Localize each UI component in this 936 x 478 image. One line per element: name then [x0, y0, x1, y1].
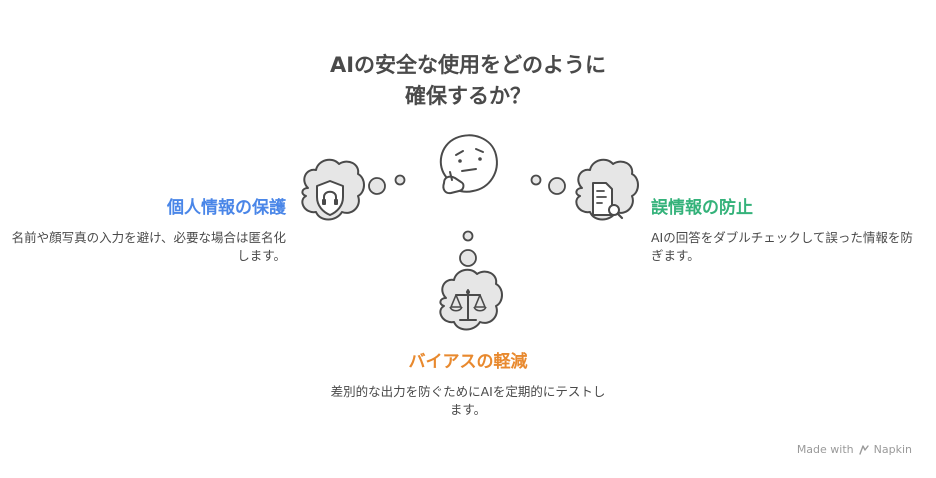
page-title: AIの安全な使用をどのように 確保するか？ — [268, 50, 668, 112]
title-line-2: 確保するか？ — [405, 84, 531, 108]
document-search-icon — [575, 158, 639, 221]
bubble-dot — [462, 230, 474, 242]
bias-description: 差別的な出力を防ぐためにAIを定期的にテストします。 — [330, 384, 606, 417]
made-with-napkin-credit: Made with Napkin — [797, 443, 912, 456]
misinformation-description: AIの回答をダブルチェックして誤った情報を防ぎます。 — [651, 230, 913, 263]
napkin-brand-label: Napkin — [873, 443, 912, 456]
bubble-dot — [548, 177, 566, 195]
napkin-logo-icon — [858, 444, 869, 455]
misinformation-heading: 誤情報の防止 — [651, 198, 753, 218]
thinking-face-icon — [439, 134, 498, 195]
shield-headset-icon — [301, 158, 365, 221]
bubble-dot — [530, 174, 542, 186]
bubble-dot — [394, 174, 406, 186]
bias-heading: バイアスの軽減 — [408, 352, 528, 372]
scales-icon — [439, 268, 503, 331]
privacy-description: 名前や顔写真の入力を避け、必要な場合は匿名化します。 — [11, 230, 286, 263]
bubble-dot — [459, 249, 477, 267]
privacy-heading: 個人情報の保護 — [167, 198, 286, 218]
bubble-dot — [368, 177, 386, 195]
title-line-1: AIの安全な使用をどのように — [329, 53, 607, 77]
made-with-label: Made with — [796, 443, 854, 456]
